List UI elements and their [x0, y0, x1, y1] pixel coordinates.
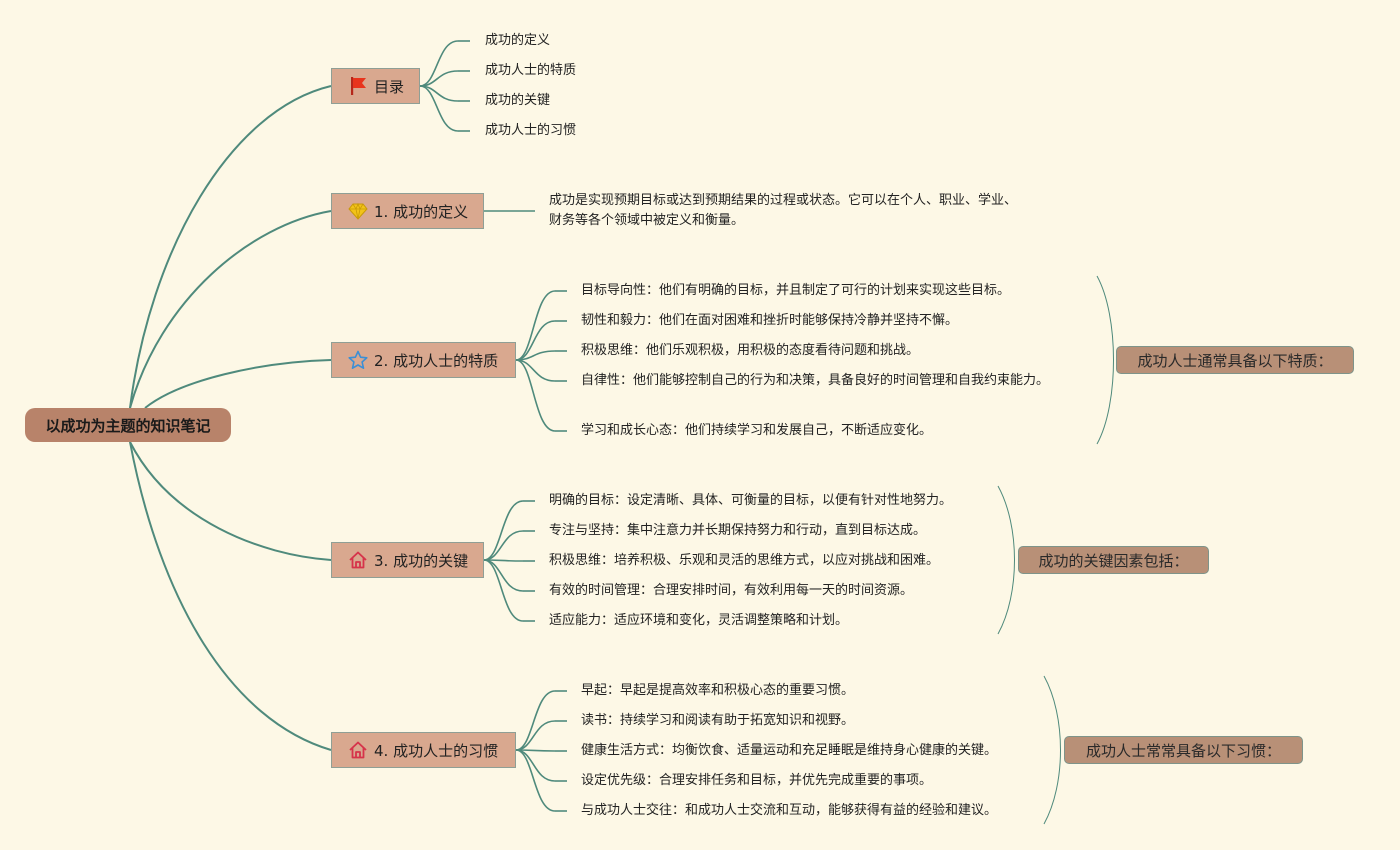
habits-item[interactable]: 设定优先级：合理安排任务和目标，并优先完成重要的事项。	[581, 773, 933, 788]
link-habits-0	[515, 690, 556, 751]
toc-item[interactable]: 成功人士的特质	[485, 63, 577, 78]
habits-item[interactable]: 健康生活方式：均衡饮食、适量运动和充足睡眠是维持身心健康的关键。	[581, 743, 998, 758]
diamond-icon	[348, 201, 368, 221]
link-root-keys	[129, 441, 332, 561]
definition-text[interactable]: 成功是实现预期目标或达到预期结果的过程或状态。它可以在个人、职业、学业、财务等各…	[549, 193, 1018, 228]
traits-item[interactable]: 自律性：他们能够控制自己的行为和决策，具备良好的时间管理和自我约束能力。	[581, 373, 1050, 388]
traits-item[interactable]: 学习和成长心态：他们持续学习和发展自己，不断适应变化。	[581, 423, 933, 438]
root-topic[interactable]: 以成功为主题的知识笔记	[25, 408, 231, 442]
home-icon	[348, 550, 368, 570]
topic-keys-label: 3. 成功的关键	[374, 551, 469, 570]
topic-traits-label: 2. 成功人士的特质	[374, 351, 499, 370]
keys-item[interactable]: 有效的时间管理：合理安排时间，有效利用每一天的时间资源。	[549, 583, 914, 598]
habits-item[interactable]: 早起：早起是提高效率和积极心态的重要习惯。	[581, 683, 855, 698]
topic-toc-label: 目录	[374, 77, 405, 96]
link-traits-1	[515, 320, 556, 361]
link-keys-0	[483, 500, 524, 561]
topic-traits[interactable]: 2. 成功人士的特质	[331, 342, 516, 378]
topic-definition[interactable]: 1. 成功的定义	[331, 193, 484, 229]
link-habits-1	[515, 720, 556, 751]
keys-item[interactable]: 积极思维：培养积极、乐观和灵活的思维方式，以应对挑战和困难。	[549, 553, 940, 568]
toc-item[interactable]: 成功的定义	[485, 33, 551, 48]
habits-summary[interactable]: 成功人士常常具备以下习惯：	[1064, 736, 1303, 764]
star-icon	[348, 350, 368, 370]
summary-bracket-traits	[1096, 275, 1114, 445]
link-root-traits	[144, 359, 332, 409]
traits-summary[interactable]: 成功人士通常具备以下特质：	[1116, 346, 1354, 374]
traits-item[interactable]: 韧性和毅力：他们在面对困难和挫折时能够保持冷静并坚持不懈。	[581, 313, 959, 328]
link-traits-4	[515, 359, 556, 432]
link-traits-0	[515, 290, 556, 361]
topic-habits-label: 4. 成功人士的习惯	[374, 741, 499, 760]
habits-item[interactable]: 与成功人士交往：和成功人士交流和互动，能够获得有益的经验和建议。	[581, 803, 998, 818]
link-root-habits	[129, 441, 332, 751]
topic-habits[interactable]: 4. 成功人士的习惯	[331, 732, 516, 768]
link-keys-3	[483, 559, 524, 592]
topic-toc[interactable]: 目录	[331, 68, 420, 104]
link-keys-4	[483, 559, 524, 622]
home-icon	[348, 740, 368, 760]
keys-item[interactable]: 专注与坚持：集中注意力并长期保持努力和行动，直到目标达成。	[549, 523, 927, 538]
topic-definition-label: 1. 成功的定义	[374, 202, 469, 221]
toc-item[interactable]: 成功的关键	[485, 93, 551, 108]
keys-summary[interactable]: 成功的关键因素包括：	[1018, 546, 1209, 574]
link-toc-0	[419, 40, 459, 87]
summary-bracket-keys	[997, 485, 1015, 635]
toc-item[interactable]: 成功人士的习惯	[485, 123, 577, 138]
keys-item[interactable]: 明确的目标：设定清晰、具体、可衡量的目标，以便有针对性地努力。	[549, 493, 953, 508]
link-habits-4	[515, 749, 556, 812]
keys-item[interactable]: 适应能力：适应环境和变化，灵活调整策略和计划。	[549, 613, 849, 628]
traits-item[interactable]: 积极思维：他们乐观积极，用积极的态度看待问题和挑战。	[581, 343, 920, 358]
link-root-definition	[129, 210, 332, 409]
link-toc-3	[419, 85, 459, 132]
link-root-toc	[129, 85, 332, 409]
root-topic-label: 以成功为主题的知识笔记	[45, 416, 211, 435]
link-keys-1	[483, 530, 524, 561]
traits-item[interactable]: 目标导向性：他们有明确的目标，并且制定了可行的计划来实现这些目标。	[581, 283, 1011, 298]
flag-icon	[348, 76, 368, 96]
link-habits-3	[515, 749, 556, 782]
topic-keys[interactable]: 3. 成功的关键	[331, 542, 484, 578]
habits-item[interactable]: 读书：持续学习和阅读有助于拓宽知识和视野。	[581, 713, 855, 728]
summary-bracket-habits	[1043, 675, 1061, 825]
